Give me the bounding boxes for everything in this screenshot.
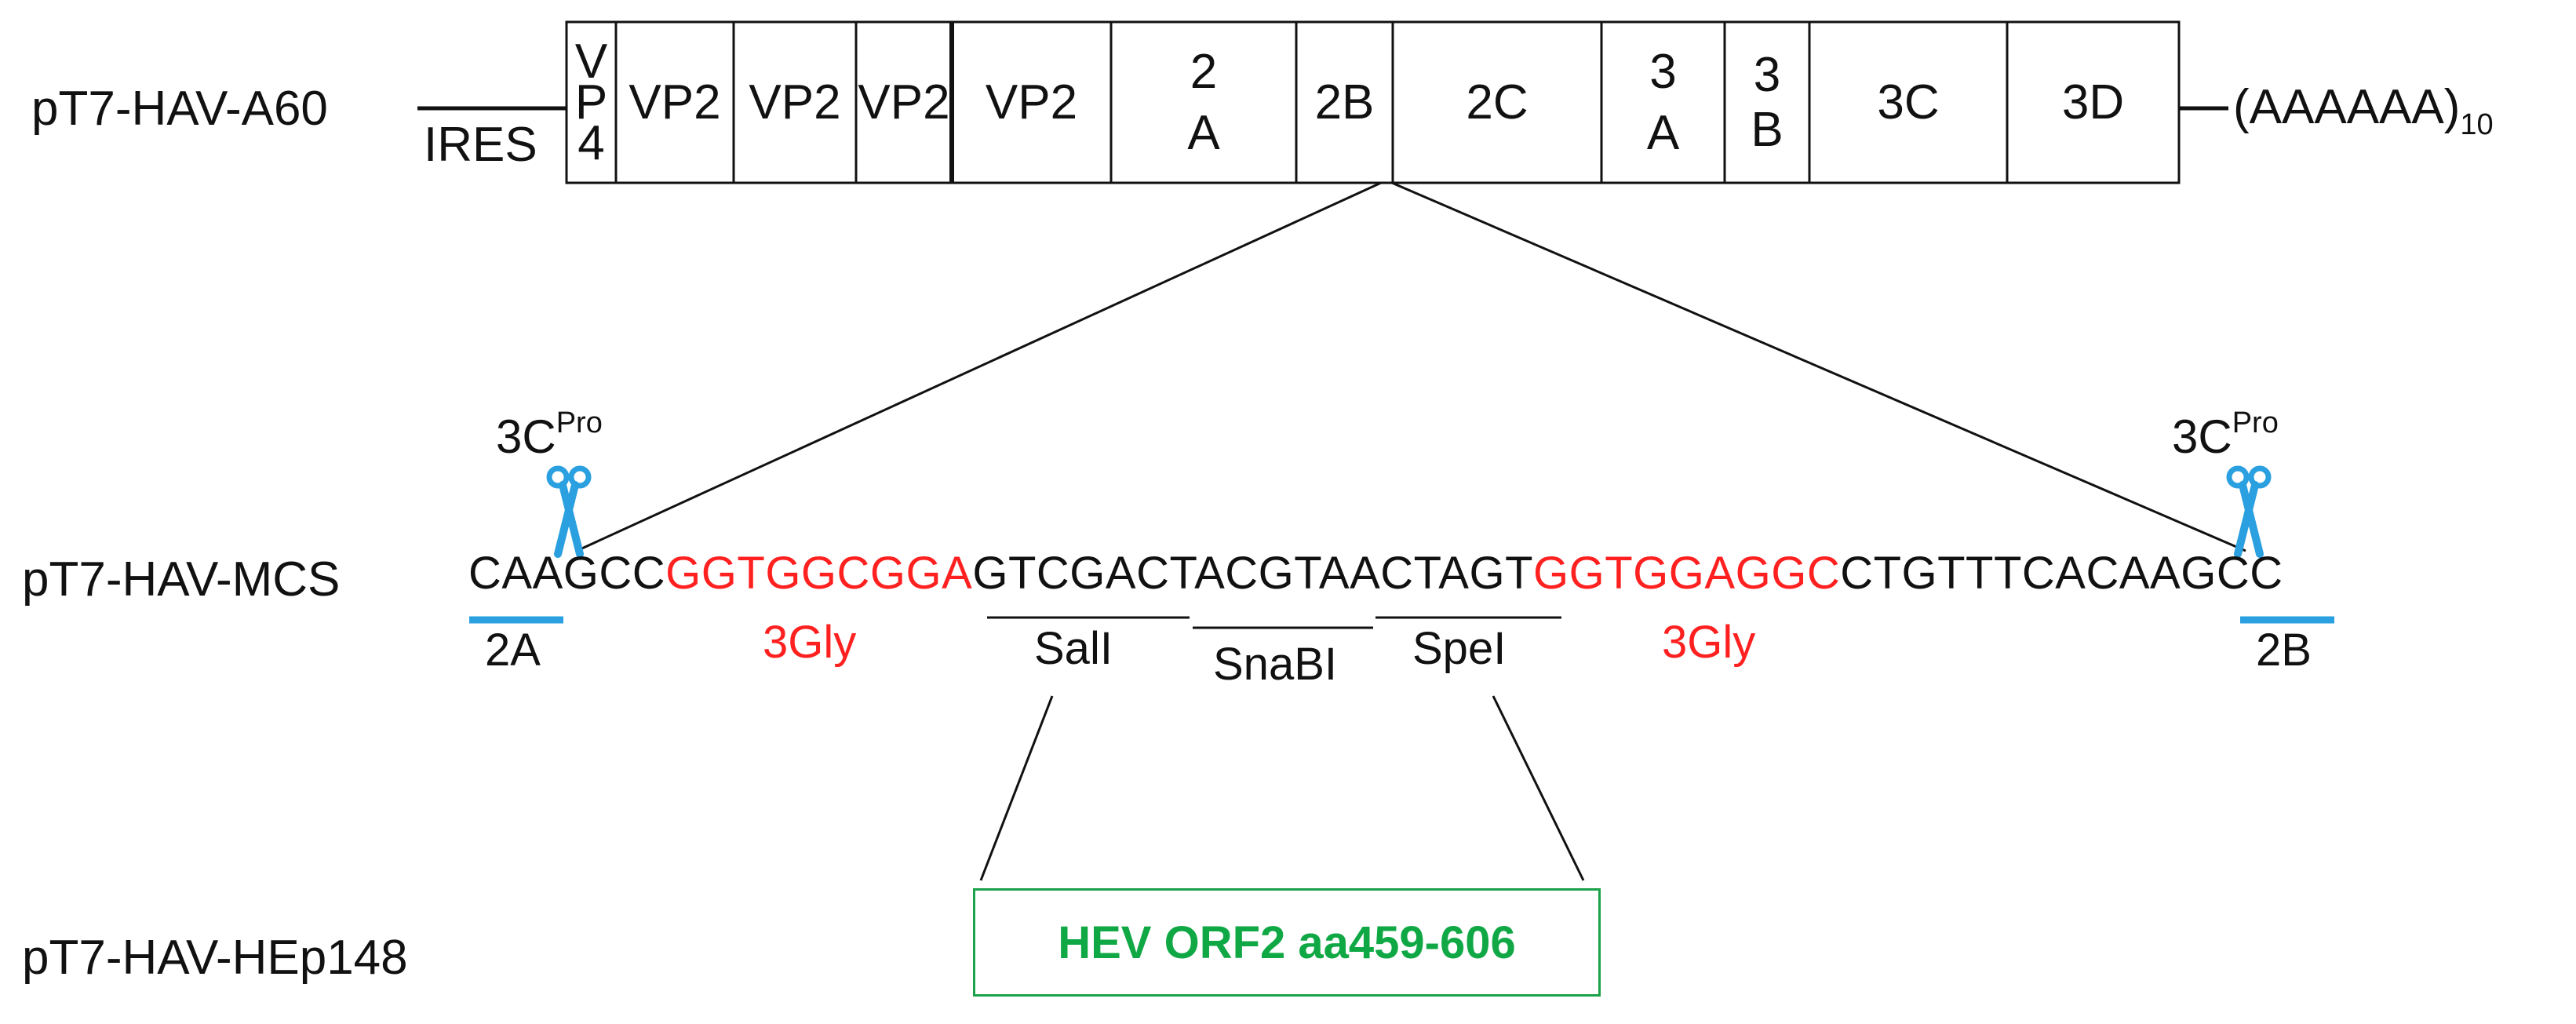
protease-sup: Pro bbox=[2232, 406, 2279, 439]
mcs-sequence: CAAGCCGGTGGCGGAGTCGACTACGTAACTAGTGGTGGAG… bbox=[468, 551, 2283, 596]
segment-label: B bbox=[1751, 103, 1783, 157]
polya-label: (AAAAAA)10 bbox=[2233, 83, 2494, 140]
protease-base: 3C bbox=[496, 410, 556, 463]
domain-label-2b: 2B bbox=[2256, 625, 2312, 676]
segment-label: 3 bbox=[1649, 45, 1676, 99]
row-label-hep148: pT7-HAV-HEp148 bbox=[22, 931, 408, 985]
hev-line-right bbox=[1492, 695, 1585, 881]
segment-label: 3C bbox=[1877, 75, 1939, 129]
segment-label: 2C bbox=[1466, 75, 1528, 129]
scissors-icon bbox=[546, 465, 592, 558]
snabi-label: SnaBI bbox=[1213, 639, 1337, 690]
gly-label-right: 3Gly bbox=[1662, 617, 1756, 668]
row-label-mcs: pT7-HAV-MCS bbox=[22, 552, 341, 607]
seq-part: CTGTTTCACAAGCC bbox=[1840, 548, 2283, 599]
row-label-a60: pT7-HAV-A60 bbox=[31, 82, 328, 136]
segment-label: VP2 bbox=[858, 75, 949, 129]
seq-part: GGTGGCGGA bbox=[665, 548, 973, 599]
seq-part: GGTGGAGGC bbox=[1533, 548, 1841, 599]
gly-label-left: 3Gly bbox=[763, 617, 857, 668]
segment-label: 2 bbox=[1190, 45, 1217, 99]
segment-label: V bbox=[575, 35, 608, 89]
zoom-line-right bbox=[1391, 181, 2246, 552]
segment-label: 3 bbox=[1754, 48, 1780, 102]
spei-label: SpeI bbox=[1412, 623, 1507, 674]
segment-label: VP2 bbox=[749, 75, 840, 129]
segment-label: VP2 bbox=[629, 75, 720, 129]
ires-label: IRES bbox=[424, 118, 537, 172]
zoom-line-left bbox=[576, 181, 1382, 552]
seq-part: CAAGCC bbox=[468, 548, 666, 599]
segment-label: A bbox=[1647, 106, 1680, 160]
protease-label-left: 3CPro bbox=[496, 408, 603, 461]
sali-label: SalI bbox=[1034, 623, 1113, 674]
polya-text: (AAAAAA) bbox=[2233, 80, 2461, 134]
protease-sup: Pro bbox=[556, 406, 603, 439]
protease-label-right: 3CPro bbox=[2172, 408, 2279, 461]
segment-label: A bbox=[1187, 106, 1220, 160]
hev-orf2-box: HEV ORF2 aa459-606 bbox=[973, 888, 1601, 997]
protease-base: 3C bbox=[2172, 410, 2232, 463]
segment-label: P bbox=[575, 75, 607, 129]
genome-box bbox=[565, 20, 2181, 184]
segment-label: VP2 bbox=[986, 75, 1077, 129]
domain-label-2a: 2A bbox=[485, 625, 541, 676]
scissors-icon bbox=[2226, 465, 2272, 558]
hev-line-left bbox=[979, 695, 1054, 881]
seq-part: GTCGACTACGTAACTAGT bbox=[972, 548, 1534, 599]
segment-label: 4 bbox=[578, 116, 604, 170]
polya-subscript: 10 bbox=[2460, 108, 2494, 141]
segment-label: 2B bbox=[1315, 75, 1375, 129]
segment-label: 3D bbox=[2062, 75, 2124, 129]
